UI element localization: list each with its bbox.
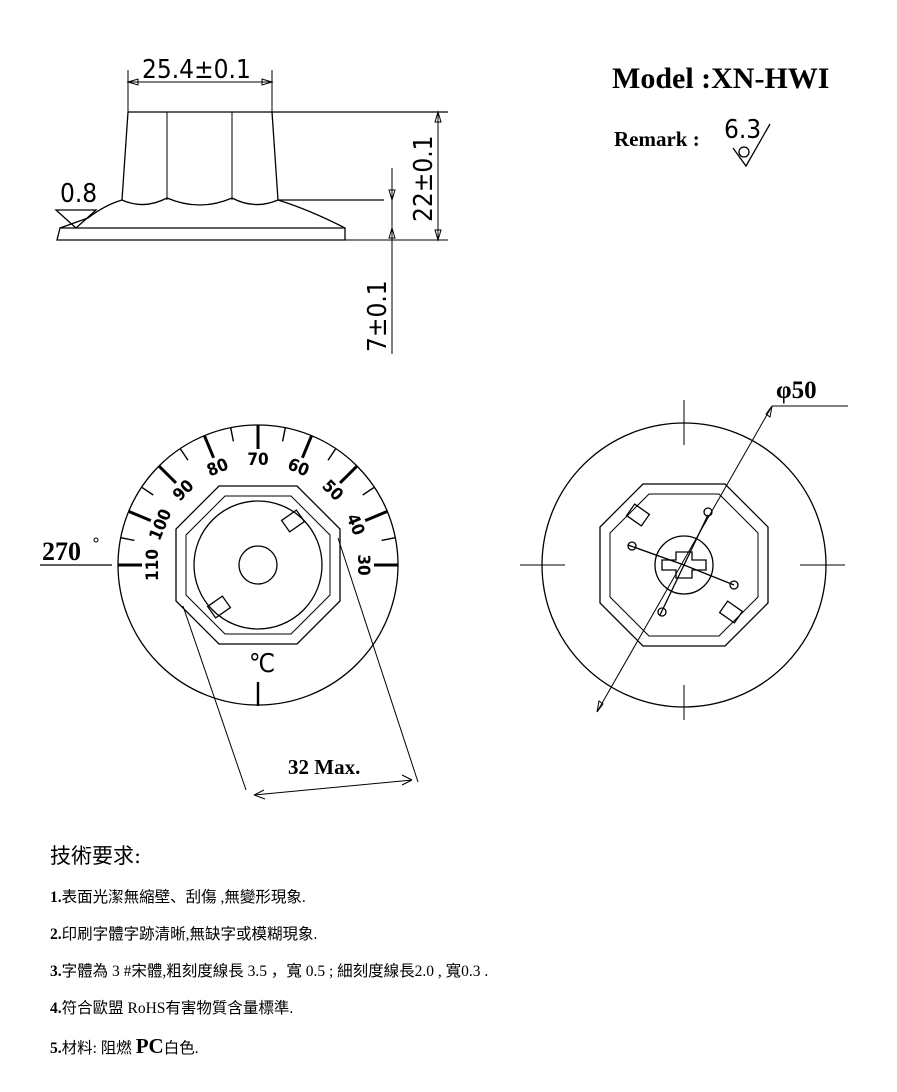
total-height-dimension: 22±0.1 (409, 135, 439, 222)
requirement-text: 印刷字體字跡清晰,無缺字或模糊現象. (61, 926, 318, 943)
requirement-text: 符合歐盟 RoHS有害物質含量標準. (61, 1000, 294, 1017)
scale-label: 60 (285, 455, 312, 482)
requirement-num: 2. (50, 926, 62, 943)
surface-roughness-symbol: 6.3 (724, 115, 771, 168)
requirement-num: 3. (50, 963, 62, 980)
requirement-text: 材料: 阻燃 (61, 1040, 136, 1057)
scale-tick (203, 435, 215, 459)
scale-tick (381, 537, 396, 542)
scale-tick (120, 537, 135, 542)
scale-tick (141, 486, 154, 496)
scale-tick (157, 464, 178, 485)
requirement-text: 表面光潔無縮壁、刮傷 ,無變形現象. (61, 889, 306, 906)
requirement-item-2: 2.印刷字體字跡清晰,無缺字或模糊現象. (50, 925, 870, 962)
scale-label: 80 (204, 455, 231, 482)
scale-tick (362, 486, 375, 496)
roughness-value: 6.3 (724, 115, 761, 145)
width-dimension: 32 Max. (288, 755, 360, 779)
scale-tick (301, 435, 313, 459)
scale-label: 30 (353, 554, 373, 575)
scale-ticks (118, 425, 398, 567)
requirement-text: 字體為 3 #宋體,粗刻度線長 3.5 ，寬 0.5 ; 細刻度線長2.0 , … (61, 963, 489, 980)
edge-roughness-value: 0.8 (60, 179, 97, 209)
top-diameter-dimension: 25.4±0.1 (142, 55, 251, 85)
scale-tick (327, 448, 337, 461)
requirement-item-1: 1.表面光潔無縮壁、刮傷 ,無變形現象. (50, 888, 870, 925)
scale-tick (128, 510, 152, 522)
scale-tick (338, 464, 359, 485)
diameter-dimension: φ50 (776, 377, 817, 404)
unit-label: ℃ (249, 649, 275, 679)
requirement-item-3: 3.字體為 3 #宋體,粗刻度線長 3.5 ，寬 0.5 ; 細刻度線長2.0 … (50, 962, 870, 999)
scale-label: 40 (342, 511, 369, 538)
requirement-item-5: 5.材料: 阻燃 PC白色. (50, 1036, 870, 1073)
skirt-height-dimension: 7±0.1 (363, 280, 393, 352)
scale-tick (230, 427, 235, 442)
model-label: Model :XN-HWI (612, 62, 829, 95)
material-suffix: 白色. (163, 1040, 199, 1057)
tech-requirements-title: 技術要求: (50, 844, 142, 868)
scale-label: 110 (143, 549, 163, 581)
angle-label: 270 (42, 537, 81, 566)
requirement-num: 1. (50, 889, 62, 906)
technical-requirements: 技術要求: 1.表面光潔無縮壁、刮傷 ,無變形現象. 2.印刷字體字跡清晰,無缺… (50, 840, 870, 1073)
remark-label: Remark : (614, 127, 700, 151)
scale-label: 100 (146, 506, 177, 543)
scale-tick (364, 510, 388, 522)
requirement-item-4: 4.符合歐盟 RoHS有害物質含量標準. (50, 999, 870, 1036)
requirement-num: 4. (50, 1000, 62, 1017)
side-view: 25.4±0.1 22±0.1 7±0.1 0.8 (54, 55, 448, 354)
scale-label: 70 (247, 450, 268, 470)
scale-tick (281, 427, 286, 442)
back-view: φ50 (520, 377, 848, 720)
requirement-num: 5. (50, 1040, 62, 1057)
material-code: PC (135, 1034, 164, 1058)
scale-tick (179, 448, 189, 461)
